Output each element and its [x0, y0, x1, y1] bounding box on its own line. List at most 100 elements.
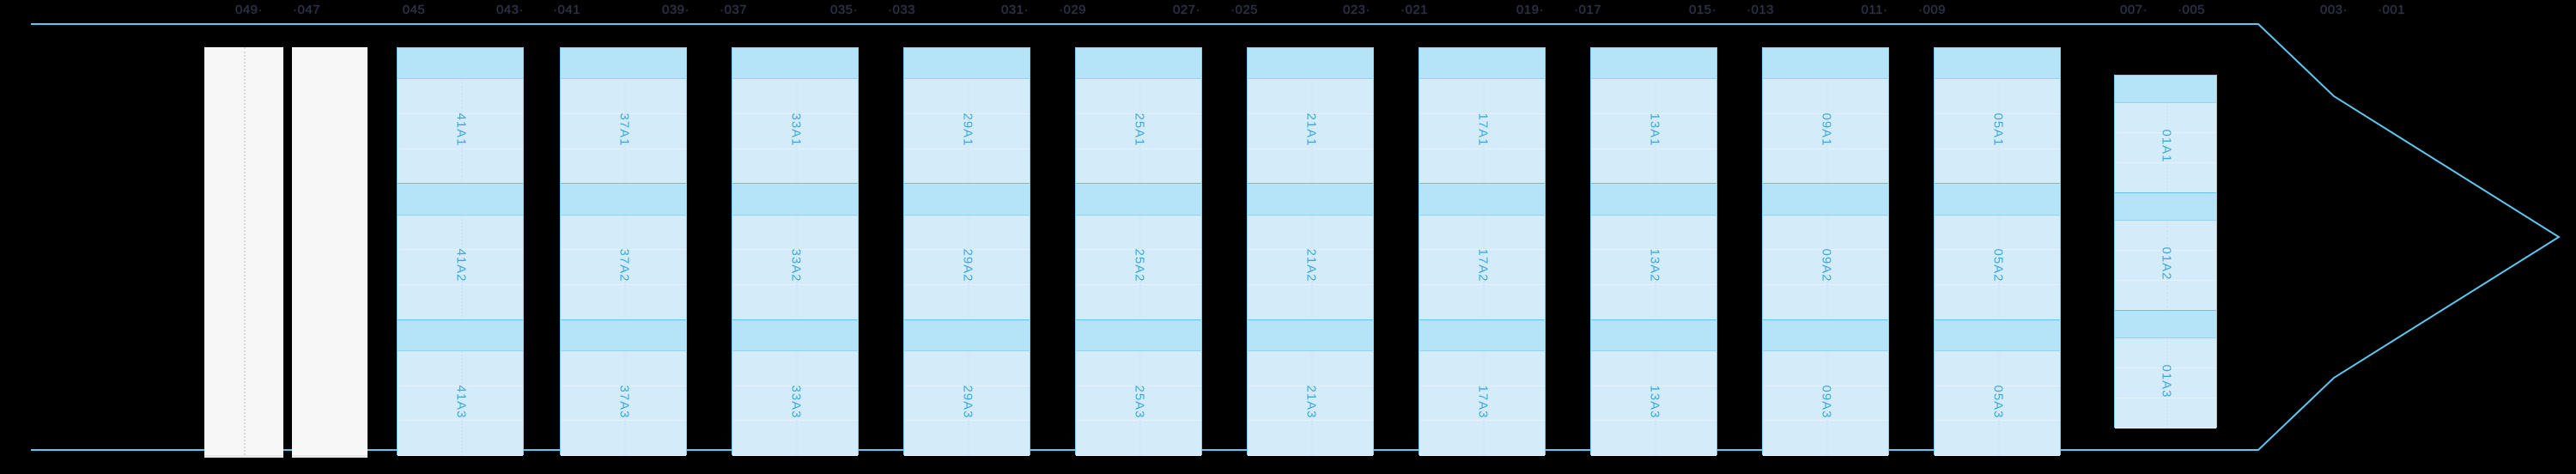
tier-slot-row[interactable]: [1248, 215, 1373, 251]
bay-tier-29A2[interactable]: 29A2: [904, 184, 1030, 320]
tier-slot-row[interactable]: [561, 386, 686, 422]
tier-slot-row[interactable]: [1591, 79, 1716, 115]
bay-tier-29A3[interactable]: 29A3: [904, 319, 1030, 456]
tier-slot-row[interactable]: [1076, 215, 1201, 251]
tier-slot-row[interactable]: [1591, 250, 1716, 285]
bay-tier-21A1[interactable]: 21A1: [1248, 48, 1373, 185]
tier-slot-row[interactable]: [2115, 162, 2216, 193]
tier-slot-row[interactable]: [398, 114, 523, 149]
tier-slot-row[interactable]: [1763, 79, 1888, 115]
bay-tier-21A3[interactable]: 21A3: [1248, 319, 1373, 456]
tier-slot-row[interactable]: [904, 149, 1030, 185]
tier-slot-row[interactable]: [904, 386, 1030, 422]
tier-slot-row[interactable]: [1076, 250, 1201, 285]
tier-slot-row[interactable]: [1076, 149, 1201, 185]
tier-slot-row[interactable]: [904, 114, 1030, 149]
tier-slot-row[interactable]: [1935, 79, 2060, 115]
bay-grey-bay-a[interactable]: [204, 47, 283, 458]
tier-slot-row[interactable]: [1935, 285, 2060, 320]
tier-slot-row[interactable]: [1935, 114, 2060, 149]
tier-slot-row[interactable]: [904, 351, 1030, 386]
bay-tier-37A1[interactable]: 37A1: [561, 48, 686, 185]
tier-slot-row[interactable]: [1763, 215, 1888, 251]
tier-slot-row[interactable]: [1076, 285, 1201, 320]
tier-slot-row[interactable]: [1935, 386, 2060, 422]
tier-slot-row[interactable]: [1935, 250, 2060, 285]
bay-tier-37A2[interactable]: 37A2: [561, 184, 686, 320]
tier-slot-row[interactable]: [398, 285, 523, 320]
tier-slot-row[interactable]: [1591, 149, 1716, 185]
tier-slot-row[interactable]: [2115, 368, 2216, 398]
tier-slot-row[interactable]: [732, 79, 858, 115]
tier-slot-row[interactable]: [561, 421, 686, 456]
tier-slot-row[interactable]: [2115, 250, 2216, 281]
bay-tier-01A1[interactable]: 01A1: [2115, 76, 2216, 193]
tier-slot-row[interactable]: [1935, 421, 2060, 456]
tier-slot-row[interactable]: [561, 250, 686, 285]
tier-slot-row[interactable]: [1763, 250, 1888, 285]
tier-slot-row[interactable]: [1763, 351, 1888, 386]
bay-tier-09A1[interactable]: 09A1: [1763, 48, 1888, 185]
tier-slot-row[interactable]: [398, 215, 523, 251]
tier-slot-row[interactable]: [732, 421, 858, 456]
tier-slot-row[interactable]: [561, 149, 686, 185]
tier-slot-row[interactable]: [398, 149, 523, 185]
tier-slot-row[interactable]: [1591, 421, 1716, 456]
tier-slot-row[interactable]: [561, 114, 686, 149]
tier-slot-row[interactable]: [732, 114, 858, 149]
bay-tier-41A1[interactable]: 41A1: [398, 48, 523, 185]
bay-tier-17A1[interactable]: 17A1: [1419, 48, 1545, 185]
tier-slot-row[interactable]: [732, 149, 858, 185]
bay-tier-37A3[interactable]: 37A3: [561, 319, 686, 456]
bay-tier-41A3[interactable]: 41A3: [398, 319, 523, 456]
tier-slot-row[interactable]: [1248, 114, 1373, 149]
tier-slot-row[interactable]: [1076, 79, 1201, 115]
tier-slot-row[interactable]: [398, 421, 523, 456]
tier-slot-row[interactable]: [904, 79, 1030, 115]
tier-slot-row[interactable]: [561, 351, 686, 386]
tier-slot-row[interactable]: [1763, 421, 1888, 456]
tier-slot-row[interactable]: [1248, 386, 1373, 422]
bay-tier-05A2[interactable]: 05A2: [1935, 184, 2060, 320]
tier-slot-row[interactable]: [1248, 351, 1373, 386]
tier-slot-row[interactable]: [561, 285, 686, 320]
tier-slot-row[interactable]: [561, 215, 686, 251]
tier-slot-row[interactable]: [398, 79, 523, 115]
tier-slot-row[interactable]: [1419, 351, 1545, 386]
bay-grey-bay-b[interactable]: [292, 47, 368, 458]
bay-tier-17A2[interactable]: 17A2: [1419, 184, 1545, 320]
bay-tier-25A3[interactable]: 25A3: [1076, 319, 1201, 456]
tier-slot-row[interactable]: [904, 421, 1030, 456]
tier-slot-row[interactable]: [2115, 132, 2216, 163]
bay-tier-25A1[interactable]: 25A1: [1076, 48, 1201, 185]
bay-tier-09A3[interactable]: 09A3: [1763, 319, 1888, 456]
tier-slot-row[interactable]: [732, 215, 858, 251]
tier-slot-row[interactable]: [1591, 386, 1716, 422]
tier-slot-row[interactable]: [1248, 79, 1373, 115]
tier-slot-row[interactable]: [1763, 285, 1888, 320]
tier-slot-row[interactable]: [561, 79, 686, 115]
tier-slot-row[interactable]: [398, 386, 523, 422]
tier-slot-row[interactable]: [2115, 220, 2216, 251]
bay-tier-13A1[interactable]: 13A1: [1591, 48, 1716, 185]
tier-slot-row[interactable]: [1935, 351, 2060, 386]
bay-tier-33A1[interactable]: 33A1: [732, 48, 858, 185]
bay-tier-01A2[interactable]: 01A2: [2115, 193, 2216, 311]
tier-slot-row[interactable]: [1076, 114, 1201, 149]
tier-slot-row[interactable]: [732, 386, 858, 422]
tier-slot-row[interactable]: [1248, 250, 1373, 285]
tier-slot-row[interactable]: [2115, 337, 2216, 368]
tier-slot-row[interactable]: [1591, 351, 1716, 386]
tier-slot-row[interactable]: [1248, 421, 1373, 456]
tier-slot-row[interactable]: [1419, 215, 1545, 251]
bay-tier-01A3[interactable]: 01A3: [2115, 311, 2216, 428]
